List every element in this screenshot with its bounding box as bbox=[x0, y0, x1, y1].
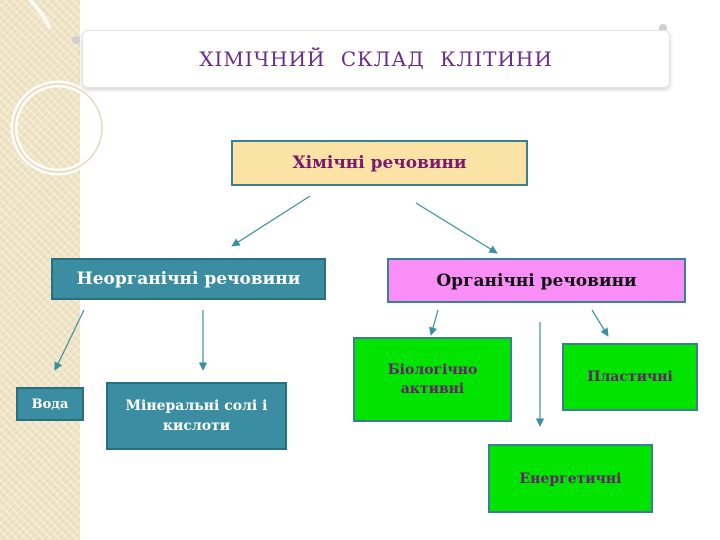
node-mineral-salts-acids: Мінеральні солі і кислоти bbox=[106, 382, 287, 450]
page-title: ХІМІЧНИЙ СКЛАД КЛІТИНИ bbox=[199, 47, 553, 71]
node-water: Вода bbox=[16, 387, 84, 421]
node-chemical-substances: Хімічні речовини bbox=[231, 140, 528, 186]
title-banner: ХІМІЧНИЙ СКЛАД КЛІТИНИ bbox=[82, 30, 670, 88]
node-organic-substances: Органічні речовини bbox=[387, 258, 686, 303]
node-plastic: Пластичні bbox=[562, 343, 698, 411]
node-biologically-active: Біологічно активні bbox=[353, 337, 512, 422]
node-energetic: Енергетичні bbox=[488, 444, 653, 513]
node-inorganic-substances: Неорганічні речовини bbox=[51, 258, 326, 300]
